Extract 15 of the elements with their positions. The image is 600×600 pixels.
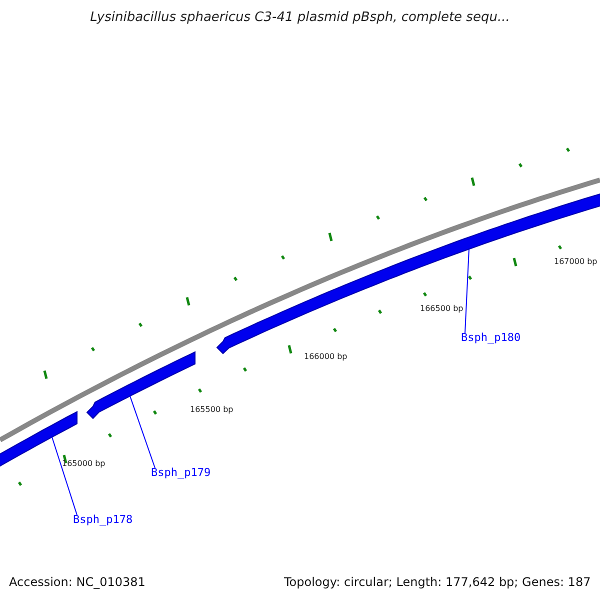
accession-text: Accession: NC_010381 — [9, 575, 146, 589]
tick-label: 166000 bp — [304, 352, 348, 361]
gene-label: Bsph_p179 — [151, 466, 211, 479]
tick-label: 167000 bp — [554, 257, 598, 266]
tick-label: 165000 bp — [62, 459, 106, 468]
summary-text: Topology: circular; Length: 177,642 bp; Genes: 187 — [284, 575, 591, 589]
plot-title: Lysinibacillus sphaericus C3-41 plasmid pBsph, complete sequ... — [89, 10, 511, 25]
leader-line — [52, 436, 78, 516]
gene-segment — [216, 192, 600, 354]
leader-line — [464, 248, 470, 334]
gene-label: Bsph_p180 — [461, 331, 521, 344]
tick-label: 165500 bp — [190, 405, 234, 414]
gene-label: Bsph_p178 — [73, 513, 133, 526]
tick-label: 166500 bp — [420, 304, 464, 313]
leader-line — [130, 396, 156, 468]
